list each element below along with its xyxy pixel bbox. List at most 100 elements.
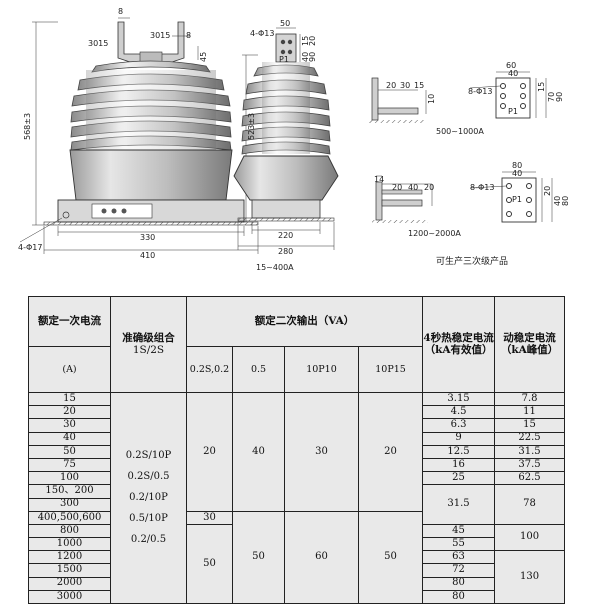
cell-current: 40 <box>28 431 111 446</box>
side-terminal-label: P1 <box>279 55 289 64</box>
d500-dim-60: 60 <box>506 61 517 70</box>
d1200-dim-20b: 20 <box>424 183 435 192</box>
cell-thermal: 6.3 <box>422 418 496 433</box>
hdr-out-02s: 0.2S,0.2 <box>186 346 233 393</box>
cell-current: 3000 <box>28 589 111 605</box>
front-dim-8b: 8 <box>186 31 192 40</box>
side-range: 15~400A <box>256 263 294 272</box>
hdr-out-05: 0.5 <box>232 346 285 393</box>
cell-thermal: 45 <box>422 523 496 539</box>
d1200-dim-80b: 80 <box>561 195 570 206</box>
cell-dynamic: 78 <box>494 484 566 525</box>
cell-dynamic: 7.8 <box>494 391 566 407</box>
cell-dynamic: 100 <box>494 523 566 552</box>
hdr-current: 额定一次电流 <box>28 295 111 348</box>
cell-current: 30 <box>28 418 111 433</box>
table-row: 100 25 62.5 <box>28 471 566 486</box>
cell-current: 800 <box>28 523 111 539</box>
cell-current: 20 <box>28 405 111 420</box>
cell-current: 400,500,600 <box>28 510 111 525</box>
cell-thermal: 9 <box>422 431 496 446</box>
side-dim-50: 50 <box>280 19 291 28</box>
cell-out1-10p15: 20 <box>357 392 424 512</box>
cell-accuracy: 0.2S/10P 0.2S/0.5 0.2/10P 0.5/10P 0.2/0.… <box>110 392 187 604</box>
d1200-dim-14: 14 <box>374 175 385 184</box>
cell-out2-02s-first: 30 <box>186 510 233 525</box>
cell-current: 50 <box>28 444 111 459</box>
cell-dynamic: 62.5 <box>494 471 566 486</box>
cell-thermal: 72 <box>422 563 496 578</box>
table-row: 1200 63 130 <box>28 550 566 604</box>
cell-out2-02s: 50 <box>186 523 233 605</box>
side-terminal-holes: 4-Φ13 <box>250 29 275 38</box>
table-row: 20 4.5 11 <box>28 405 566 420</box>
cell-out1-02s: 20 <box>186 392 233 512</box>
table-header-row-2: (A) 0.2S,0.2 0.5 10P10 10P15 <box>28 346 565 393</box>
front-hole-spec: 4-Φ17 <box>18 243 43 252</box>
table-row: 400,500,600 30 50 60 50 <box>28 510 565 605</box>
cell-current: 2000 <box>28 576 111 591</box>
front-dim-45: 45 <box>199 51 208 62</box>
cell-current: 1000 <box>28 537 111 552</box>
cell-dynamic: 22.5 <box>494 431 566 446</box>
front-base-width: 330 <box>140 233 156 242</box>
table-row: 800 50 45 100 <box>28 523 566 605</box>
cell-thermal: 3.15 <box>422 391 496 407</box>
d1200-dim-40: 40 <box>512 169 523 178</box>
d1200-dim-20: 20 <box>392 183 403 192</box>
detail-1200-2000 <box>372 171 553 223</box>
cell-out2-05: 50 <box>232 510 285 605</box>
cell-current: 300 <box>28 497 111 512</box>
cell-thermal: 25 <box>422 471 496 486</box>
cell-dynamic: 31.5 <box>494 444 566 459</box>
cell-thermal: 80 <box>422 576 496 591</box>
side-view <box>233 27 339 250</box>
side-dim-20: 20 <box>308 35 317 46</box>
cell-current: 1200 <box>28 550 111 565</box>
cell-out1-10p10: 30 <box>284 392 359 512</box>
hdr-out-10p15: 10P15 <box>357 346 424 393</box>
hdr-current-unit: (A) <box>28 346 111 393</box>
cell-thermal: 55 <box>422 537 496 552</box>
d1200-holes: 8-Φ13 <box>470 183 495 192</box>
d1200-dim-80: 80 <box>512 161 523 170</box>
d500-label: P1 <box>508 107 518 116</box>
cell-current: 15 <box>28 391 111 407</box>
table-row: 1000 55 <box>28 537 565 552</box>
d1200-dim-20c: 20 <box>543 185 552 196</box>
d500-dim-30: 30 <box>400 81 411 90</box>
d1200-range: 1200~2000A <box>408 229 461 238</box>
hdr-thermal: 4秒热稳定电流（kA有效值） <box>422 296 496 393</box>
dimension-drawings <box>19 17 553 254</box>
hdr-out-10p10: 10P10 <box>284 346 359 393</box>
cell-dynamic: 37.5 <box>494 457 566 473</box>
d1200-dim-40: 40 <box>408 183 419 192</box>
d1200-label: P1 <box>512 195 522 204</box>
cell-thermal: 80 <box>422 589 496 605</box>
table-row: 50 12.5 31.5 <box>28 444 566 459</box>
cell-dynamic: 15 <box>494 418 566 433</box>
front-view <box>19 17 259 254</box>
cell-dynamic: 11 <box>494 405 566 420</box>
d500-dim-10: 10 <box>427 93 436 104</box>
d500-dim-40: 40 <box>508 69 519 78</box>
d500-holes: 8-Φ13 <box>468 87 493 96</box>
cell-thermal: 31.5 <box>422 484 496 525</box>
front-dim-8a: 8 <box>118 7 124 16</box>
hdr-dynamic: 动稳定电流（kA峰值） <box>494 296 566 393</box>
side-base-width: 220 <box>278 231 294 240</box>
cell-dynamic: 130 <box>494 550 566 604</box>
cell-current: 1500 <box>28 563 111 578</box>
front-dim-3015b: 3015 <box>150 31 171 40</box>
front-overall-width: 410 <box>140 251 156 260</box>
table-row: 3000 80 <box>28 589 565 605</box>
detail-500-1000 <box>368 71 547 123</box>
d500-dim-15b: 15 <box>537 81 546 92</box>
front-height-total: 568±3 <box>23 112 32 140</box>
front-dim-3015a: 3015 <box>88 39 109 48</box>
cell-thermal: 16 <box>422 457 496 473</box>
cell-out2-10p10: 60 <box>284 510 359 605</box>
cell-thermal: 4.5 <box>422 405 496 420</box>
